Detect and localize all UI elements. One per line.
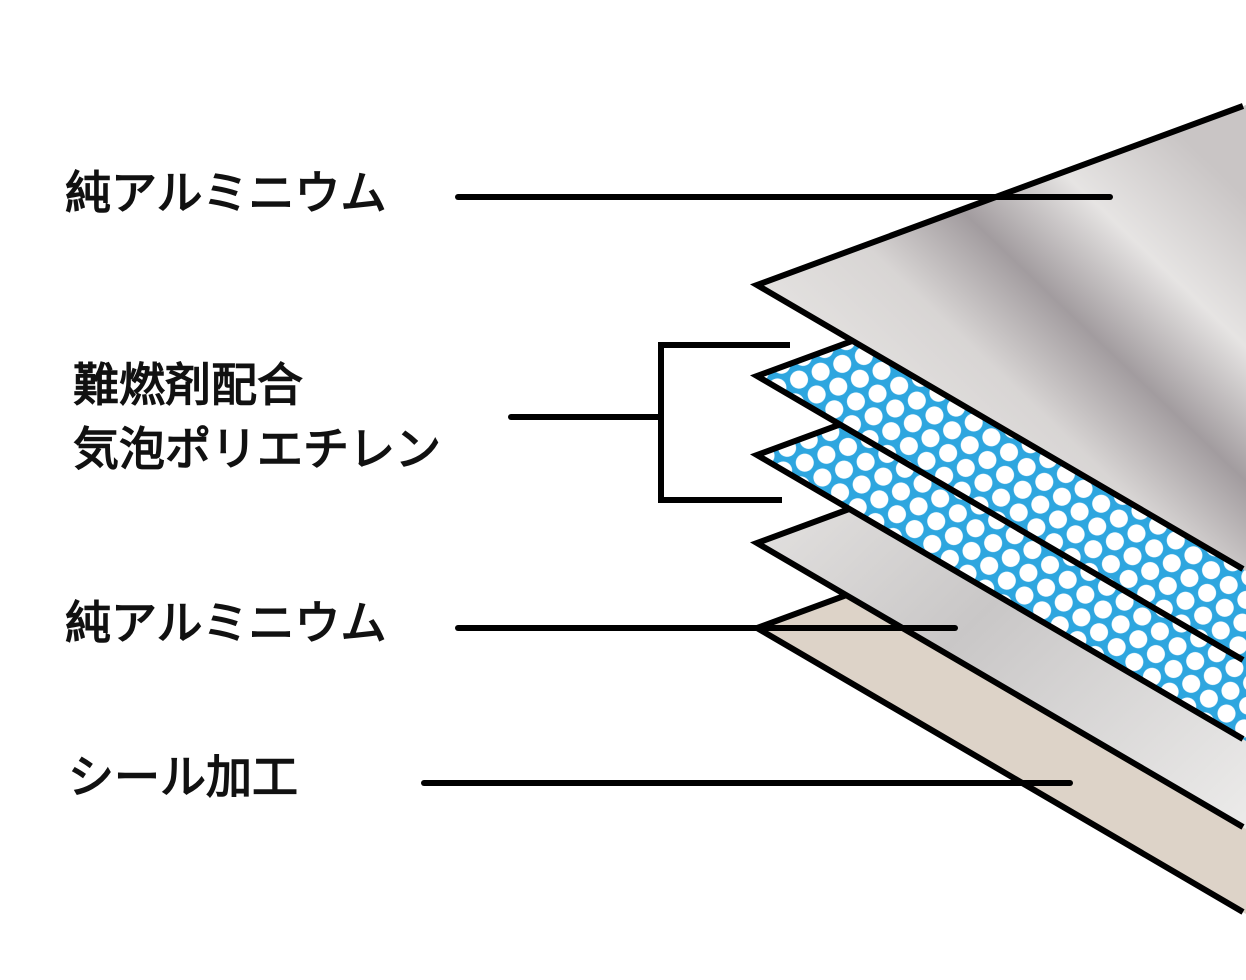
label-top-aluminum: 純アルミニウム [65,166,387,220]
label-lower-aluminum: 純アルミニウム [65,596,387,650]
label-foam-line1: 難燃剤配合 [73,358,303,412]
label-foam-line2: 気泡ポリエチレン [73,422,441,476]
foam-bracket [658,342,790,503]
label-seal: シール加工 [68,750,298,804]
top-aluminum-layer [749,103,1246,572]
